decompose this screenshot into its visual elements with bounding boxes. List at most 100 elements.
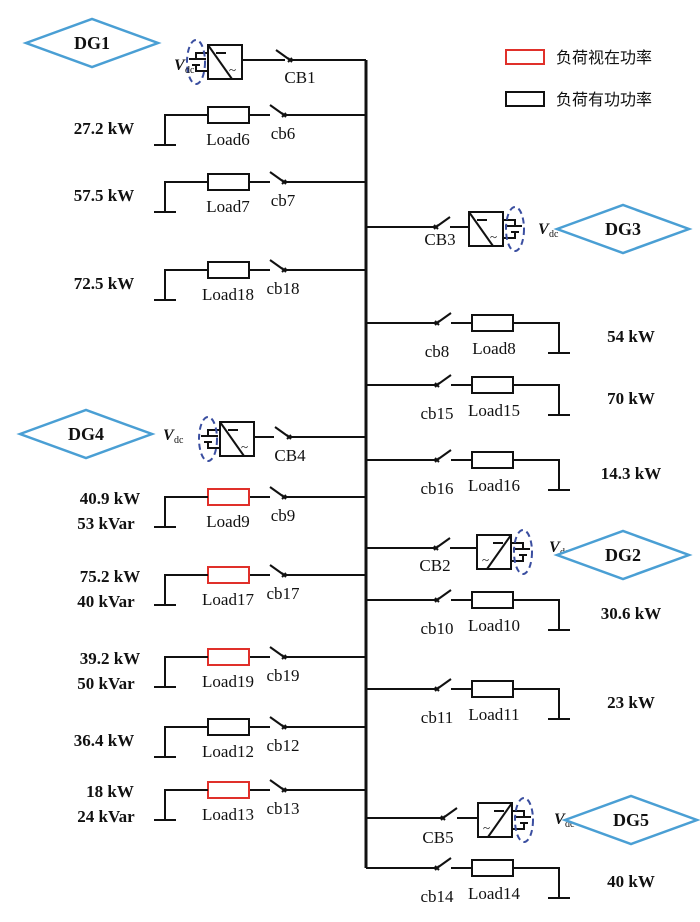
legend-active-swatch	[505, 91, 545, 107]
load-resistor-icon[interactable]	[207, 781, 250, 799]
load-label: Load14	[468, 884, 520, 903]
switch-contact-icon	[281, 787, 287, 793]
vdc-dashed-ellipse	[514, 797, 534, 843]
load-resistor-icon[interactable]	[207, 648, 250, 666]
load-resistor-icon[interactable]	[471, 314, 514, 332]
dg5-converter: ~	[477, 797, 534, 843]
load-switch[interactable]	[434, 312, 452, 326]
dg-diamond-shape	[16, 408, 156, 460]
branch-wire-to-ground	[513, 384, 560, 415]
active-power-value: 54 kW	[607, 327, 655, 346]
switch-contact-icon	[440, 815, 446, 821]
converter-box	[219, 421, 255, 457]
load-switch[interactable]	[434, 589, 452, 603]
breaker-label: cb7	[271, 191, 296, 210]
branch-wire-to-ground	[164, 269, 208, 300]
load-switch[interactable]	[434, 449, 452, 463]
load-label: Load19	[202, 672, 254, 691]
dg2-converter: ~	[476, 529, 533, 575]
dg2-node[interactable]: DG2	[553, 529, 693, 581]
cb4-switch[interactable]	[274, 426, 292, 440]
ac-tilde-icon: ~	[490, 229, 497, 244]
dg4-node[interactable]: DG4	[16, 408, 156, 460]
converter-box	[207, 44, 243, 80]
active-power-value: 40 kW	[607, 872, 655, 891]
switch-blade	[269, 779, 285, 791]
cb5-switch[interactable]	[440, 807, 458, 821]
dg5-node[interactable]: DG5	[561, 794, 700, 846]
load-switch[interactable]	[434, 857, 452, 871]
switch-blade	[275, 49, 291, 61]
load-label: Load16	[468, 476, 520, 495]
reactive-power-value: 50 kVar	[77, 674, 135, 693]
active-power-value: 27.2 kW	[74, 119, 134, 138]
load-resistor-icon[interactable]	[471, 859, 514, 877]
load-resistor-icon[interactable]	[471, 376, 514, 394]
load-resistor-icon[interactable]	[207, 106, 250, 124]
load-switch[interactable]	[434, 678, 452, 692]
converter-diagonal	[487, 802, 513, 838]
load-resistor-icon[interactable]	[207, 718, 250, 736]
load-label: Load15	[468, 401, 520, 420]
load-resistor-icon[interactable]	[471, 591, 514, 609]
dg1-node[interactable]: DG1	[22, 17, 162, 69]
dc-capacitor-icon	[503, 219, 522, 239]
load-switch[interactable]	[269, 564, 287, 578]
load-switch[interactable]	[269, 779, 287, 793]
branch-wire-to-ground	[164, 726, 208, 757]
load-switch[interactable]	[269, 259, 287, 273]
dg-label: DG3	[605, 219, 641, 239]
dg1-converter: ~	[186, 39, 243, 85]
dg4-converter: ~	[198, 416, 255, 462]
load-switch[interactable]	[269, 104, 287, 118]
converter-diagonal	[207, 44, 233, 80]
vdc-dashed-ellipse	[505, 206, 525, 252]
load-switch[interactable]	[434, 374, 452, 388]
switch-blade	[442, 807, 458, 819]
breaker-label: cb11	[421, 708, 453, 727]
branch-wire-to-ground	[164, 789, 208, 820]
cb3-switch[interactable]	[433, 216, 451, 230]
ac-tilde-icon: ~	[241, 439, 248, 454]
load-label: Load17	[202, 590, 254, 609]
dg-label: DG4	[68, 424, 104, 444]
dg3-converter: ~	[468, 206, 525, 252]
vdc-symbol: V	[554, 811, 566, 828]
load-resistor-icon[interactable]	[207, 261, 250, 279]
load-label: Load9	[206, 512, 249, 531]
switch-blade	[435, 216, 451, 228]
switch-blade	[269, 646, 285, 658]
dg3-node[interactable]: DG3	[553, 203, 693, 255]
legend-active-label: 负荷有功功率	[556, 90, 652, 109]
load-switch[interactable]	[269, 646, 287, 660]
load-resistor-icon[interactable]	[207, 488, 250, 506]
load-switch[interactable]	[269, 171, 287, 185]
load-switch[interactable]	[269, 486, 287, 500]
ac-tilde-icon: ~	[483, 820, 490, 835]
cb2-switch[interactable]	[433, 537, 451, 551]
switch-contact-icon	[433, 545, 439, 551]
breaker-label: cb12	[266, 736, 299, 755]
load-resistor-icon[interactable]	[207, 173, 250, 191]
switch-contact-icon	[434, 320, 440, 326]
switch-contact-icon	[433, 224, 439, 230]
breaker-label: cb14	[420, 887, 454, 906]
load-resistor-icon[interactable]	[471, 680, 514, 698]
load-switch[interactable]	[269, 716, 287, 730]
load-resistor-icon[interactable]	[207, 566, 250, 584]
vdc-symbol: V	[549, 539, 561, 556]
active-power-value: 75.2 kW	[80, 567, 140, 586]
load-resistor-icon[interactable]	[471, 451, 514, 469]
switch-blade	[269, 716, 285, 728]
